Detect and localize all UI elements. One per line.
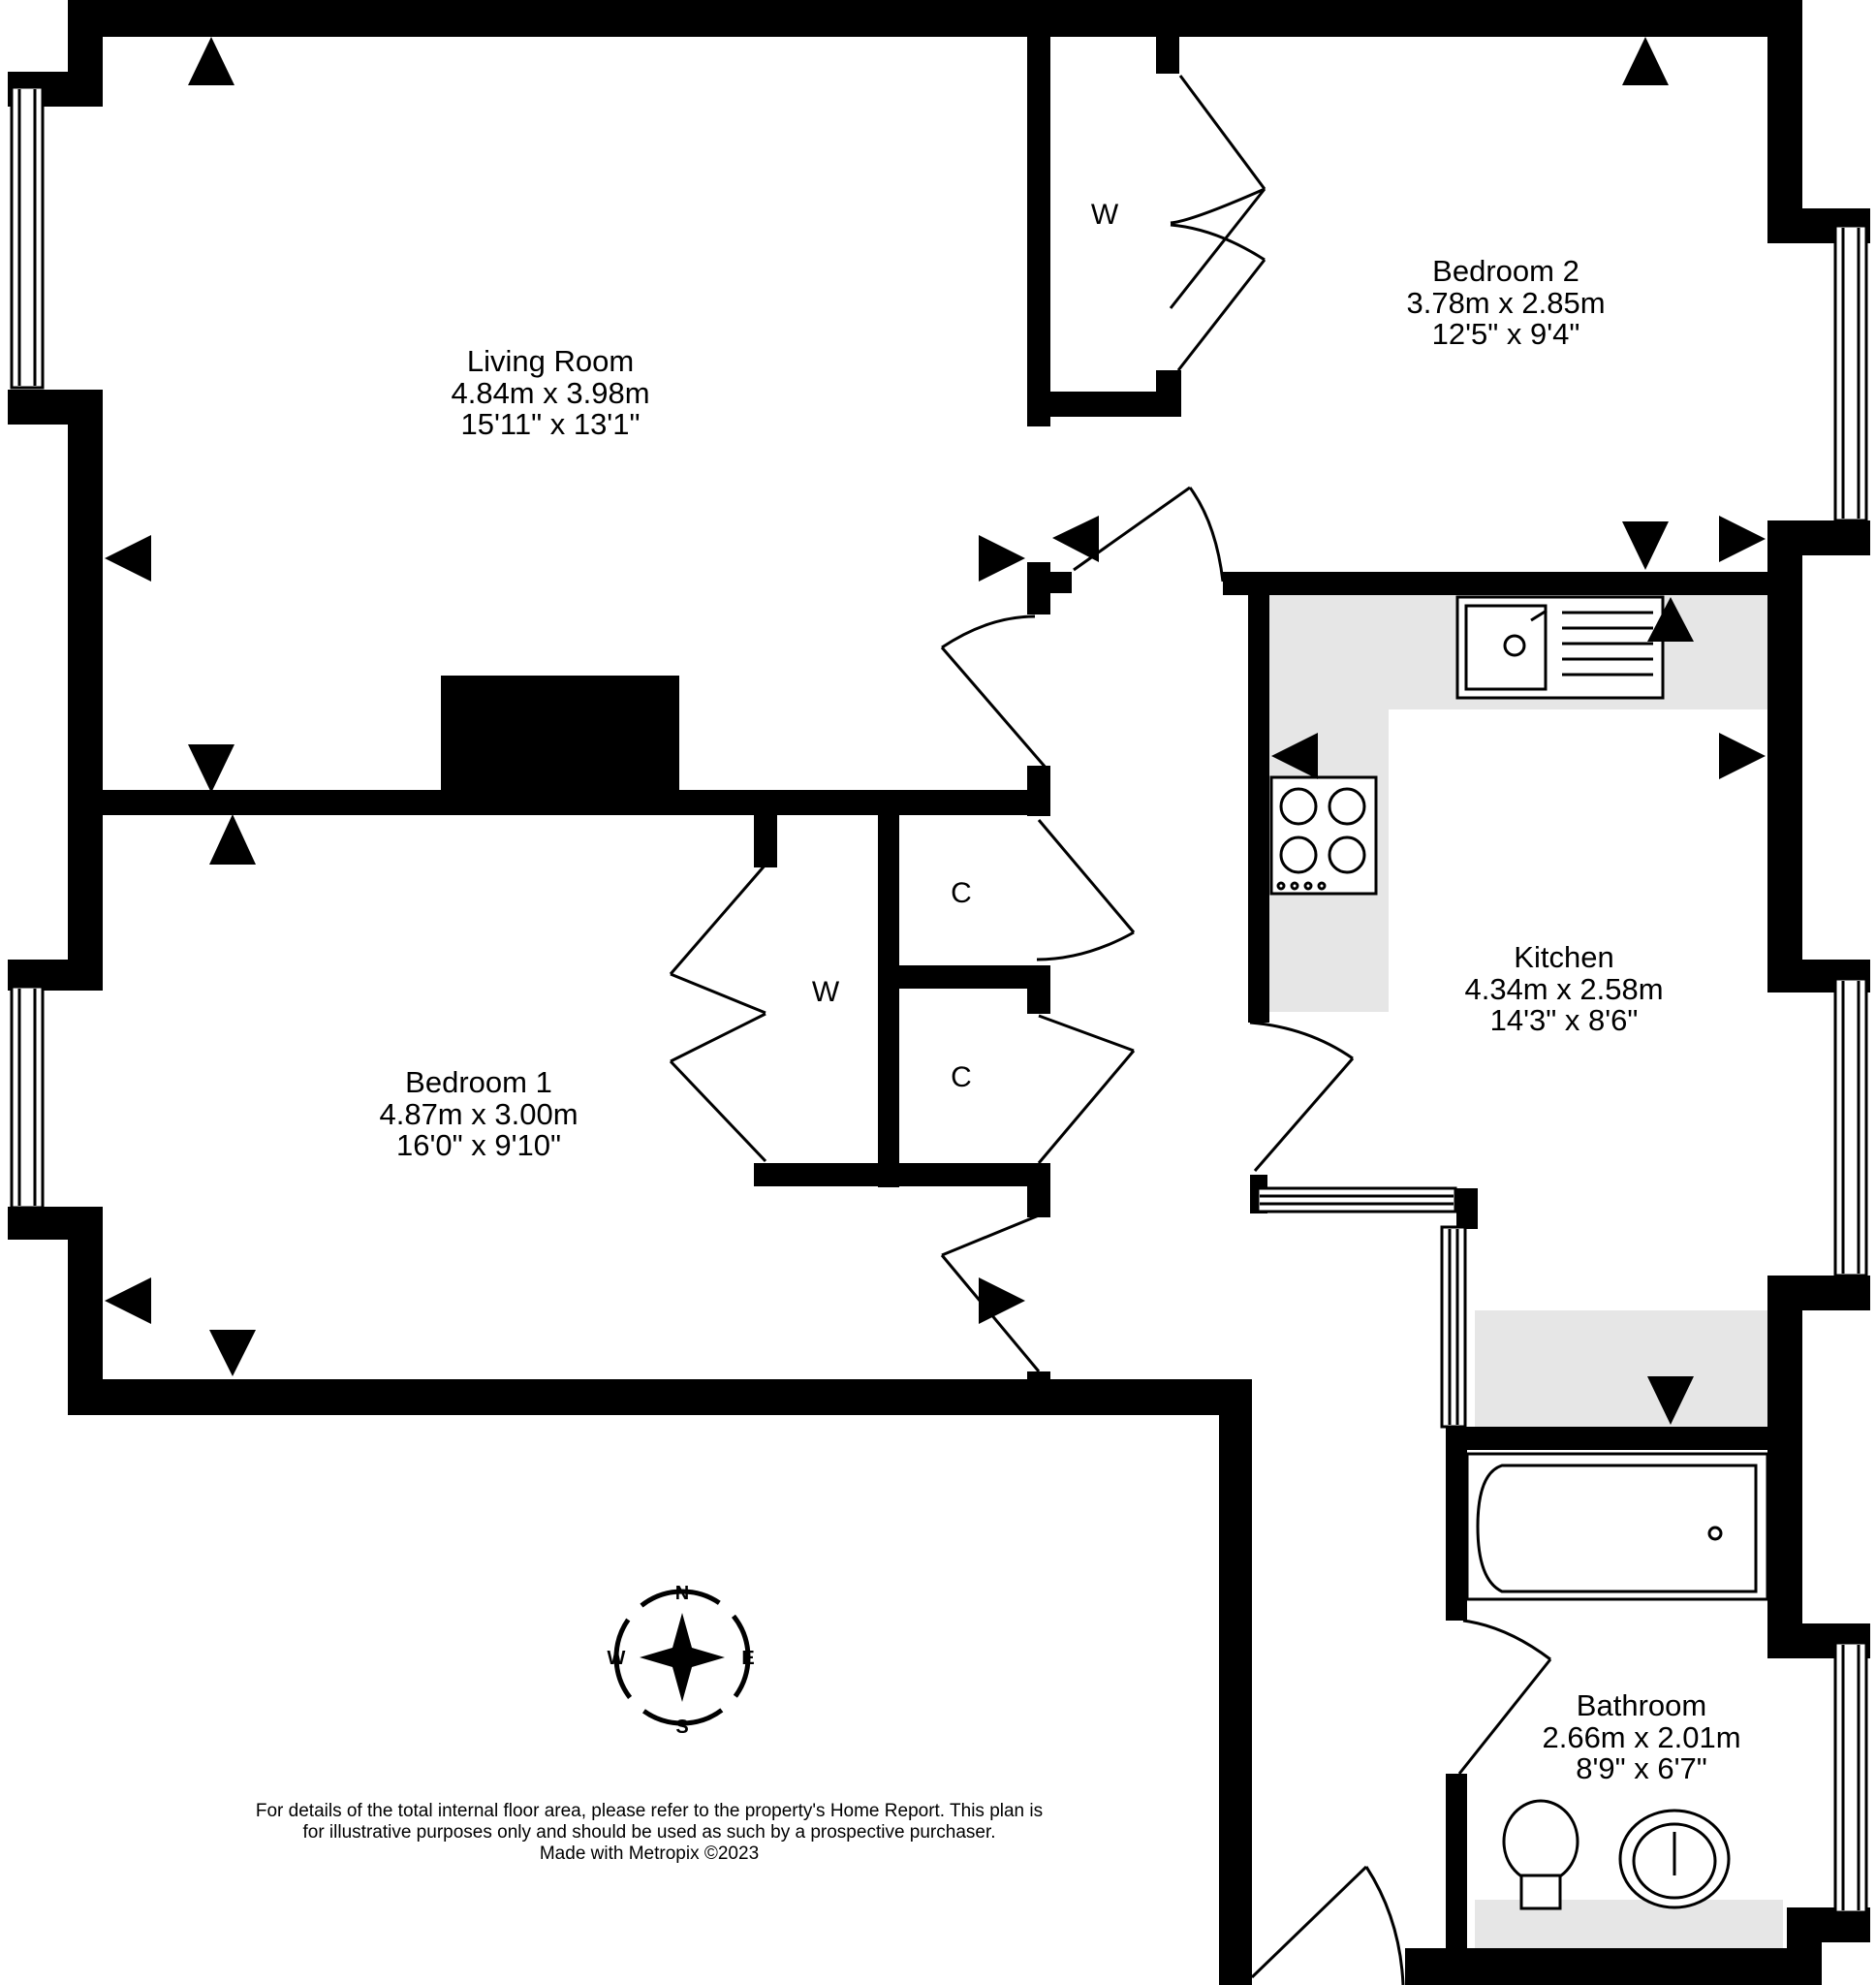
disclaimer-line-2: for illustrative purposes only and shoul… — [302, 1821, 996, 1843]
room-name: Bathroom — [1576, 1688, 1707, 1722]
living-room-label: Living Room 4.84m x 3.98m 15'11" x 13'1" — [376, 344, 725, 442]
compass-rose: N S E W — [608, 1583, 755, 1738]
room-name: Living Room — [466, 344, 635, 378]
room-size-imperial: 12'5" x 9'4" — [1431, 317, 1580, 352]
toilet — [1502, 1799, 1579, 1910]
copyright-line: Made with Metropix ©2023 — [539, 1843, 760, 1864]
room-size-imperial: 8'9" x 6'7" — [1576, 1751, 1707, 1786]
room-name: Bedroom 2 — [1432, 254, 1579, 288]
room-size-imperial: 15'11" x 13'1" — [460, 407, 641, 442]
room-name: Bedroom 1 — [405, 1065, 552, 1099]
room-name: Kitchen — [1514, 940, 1614, 974]
bathroom-label: Bathroom 2.66m x 2.01m 8'9" x 6'7" — [1467, 1688, 1816, 1786]
cupboard-upper-label: C — [951, 877, 972, 909]
compass-south: S — [675, 1717, 688, 1738]
cupboard-lower-label: C — [951, 1061, 972, 1093]
disclaimer-note: For details of the total internal floor … — [194, 1801, 1105, 1865]
room-size-metric: 4.87m x 3.00m — [379, 1096, 578, 1131]
compass-east: E — [741, 1648, 754, 1669]
bathtub — [1465, 1452, 1769, 1601]
view-arrows — [105, 37, 1766, 1425]
room-size-metric: 4.84m x 3.98m — [451, 375, 650, 410]
disclaimer-line-1: For details of the total internal floor … — [255, 1801, 1044, 1821]
hob — [1269, 775, 1378, 896]
room-size-metric: 2.66m x 2.01m — [1542, 1719, 1741, 1754]
windows — [10, 85, 1868, 1914]
room-size-imperial: 16'0" x 9'10" — [395, 1128, 561, 1163]
room-size-metric: 3.78m x 2.85m — [1406, 285, 1606, 320]
basin — [1618, 1809, 1731, 1909]
walls — [8, 0, 1870, 1985]
wardrobe-bedroom-2-label: W — [1090, 199, 1119, 231]
compass-north: N — [675, 1583, 689, 1604]
bedroom-2-label: Bedroom 2 3.78m x 2.85m 12'5" x 9'4" — [1331, 254, 1680, 352]
kitchen-sink — [1455, 595, 1665, 700]
room-size-imperial: 14'3" x 8'6" — [1489, 1003, 1639, 1038]
bedroom-1-label: Bedroom 1 4.87m x 3.00m 16'0" x 9'10" — [304, 1065, 653, 1163]
room-size-metric: 4.34m x 2.58m — [1464, 971, 1664, 1006]
compass-west: W — [608, 1648, 626, 1669]
wardrobe-bedroom-1-label: W — [811, 976, 840, 1008]
kitchen-label: Kitchen 4.34m x 2.58m 14'3" x 8'6" — [1390, 940, 1738, 1038]
